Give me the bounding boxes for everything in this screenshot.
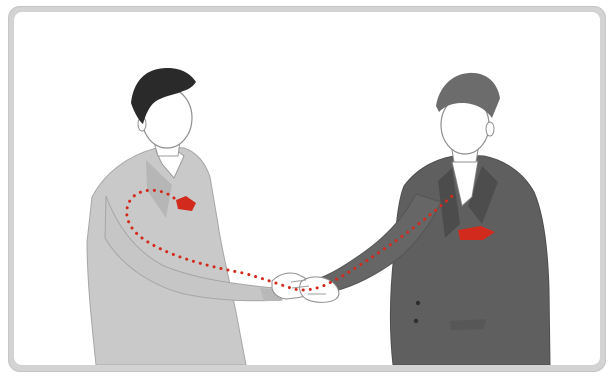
illustration-panel [14,12,600,365]
right-man [314,73,550,365]
handshake-illustration [14,12,600,365]
left-man-suit [87,147,246,365]
left-man [87,68,282,365]
right-man-button [416,301,420,305]
right-man-button [414,319,418,323]
right-man-ear [486,122,494,136]
